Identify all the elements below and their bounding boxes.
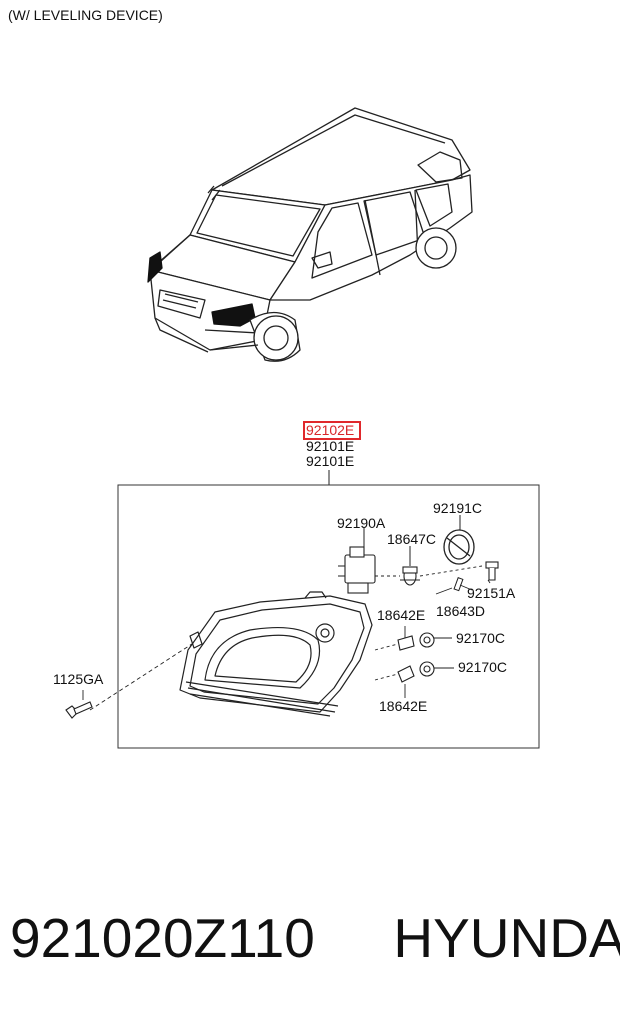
leader-lines: [82, 565, 491, 711]
screw-92151a: [485, 561, 499, 581]
highlighted-part-number: 92102E: [306, 422, 355, 438]
label-1125ga: 1125GA: [53, 671, 104, 687]
label-92170c-bottom: 92170C: [458, 659, 507, 675]
label-92191c: 92191C: [433, 500, 482, 516]
detail-frame: [117, 484, 540, 749]
right-headlamp-shape: [211, 303, 256, 327]
left-headlamp-shape: [147, 251, 163, 283]
side-bulb-top: [397, 632, 435, 651]
dust-cap: [443, 529, 475, 565]
label-18643d: 18643D: [436, 603, 485, 619]
bulb-18647c: [400, 566, 420, 586]
label-18647c: 18647C: [387, 531, 436, 547]
label-18642e-bottom: 18642E: [379, 698, 427, 714]
alt-part-number-2: 92101E: [306, 453, 355, 469]
highlighted-part-box: [303, 421, 361, 440]
bulb-18643d: [453, 577, 464, 592]
bolt-1125ga: [65, 701, 93, 719]
alt-part-number-1: 92101E: [306, 438, 355, 454]
label-92151a: 92151A: [467, 585, 516, 601]
label-92170c-top: 92170C: [456, 630, 505, 646]
footer-caption: 921020Z110 HYUNDAI: [10, 906, 620, 976]
label-92190a: 92190A: [337, 515, 386, 531]
vehicle-illustration: [147, 107, 473, 362]
footer-part-number: 921020Z110: [10, 907, 315, 969]
leveling-actuator: [338, 546, 376, 594]
footer-brand: HYUNDAI: [393, 907, 620, 969]
header-note: (W/ LEVELING DEVICE): [8, 7, 163, 23]
label-18642e-top: 18642E: [377, 607, 425, 623]
headlamp-assembly-drawing: [179, 591, 373, 717]
side-bulb-bottom: [397, 661, 435, 683]
